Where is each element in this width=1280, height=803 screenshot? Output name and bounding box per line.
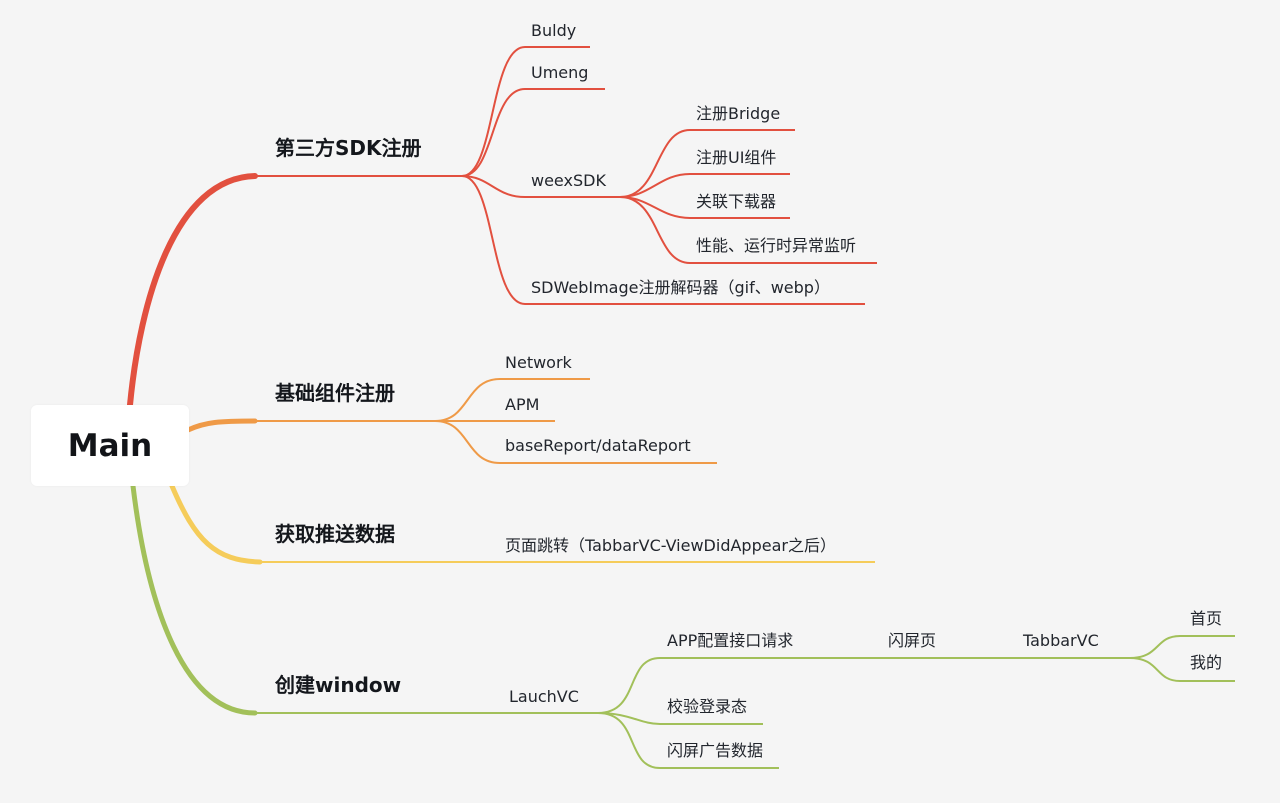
branch-line-push [169, 483, 263, 565]
home-connector [1129, 635, 1235, 659]
node-splash-page[interactable]: 闪屏页 [888, 631, 937, 650]
node-loader[interactable]: 关联下载器 [696, 192, 777, 211]
node-sdwebimage[interactable]: SDWebImage注册解码器（gif、webp） [531, 278, 830, 297]
node-sdk[interactable]: 第三方SDK注册 [275, 136, 422, 160]
weex-connector [461, 175, 620, 198]
buldy-connector [461, 46, 590, 177]
node-launchvc[interactable]: LauchVC [509, 687, 579, 706]
monitor-connector [619, 196, 877, 264]
mine-connector [1129, 657, 1235, 682]
node-mine[interactable]: 我的 [1190, 653, 1223, 672]
node-splash-ad[interactable]: 闪屏广告数据 [667, 741, 764, 760]
node-tabbarvc[interactable]: TabbarVC [1023, 631, 1099, 650]
node-page-jump[interactable]: 页面跳转（TabbarVC-ViewDidAppear之后） [505, 536, 836, 555]
node-base[interactable]: 基础组件注册 [275, 381, 395, 405]
node-monitor[interactable]: 性能、运行时异常监听 [696, 236, 857, 255]
ui-connector [619, 173, 790, 198]
sdwebimage-connector [461, 175, 865, 305]
node-register-bridge[interactable]: 注册Bridge [696, 104, 781, 123]
node-buldy[interactable]: Buldy [531, 21, 577, 40]
node-weexsdk[interactable]: weexSDK [531, 171, 606, 190]
report-connector [434, 420, 717, 464]
branch-line-window [130, 483, 258, 716]
node-umeng[interactable]: Umeng [531, 63, 589, 82]
node-network[interactable]: Network [505, 353, 572, 372]
node-report[interactable]: baseReport/dataReport [505, 436, 691, 455]
ad-connector [597, 712, 779, 769]
root-label: Main [67, 427, 153, 464]
config-connector [597, 657, 1130, 714]
node-register-ui[interactable]: 注册UI组件 [696, 148, 777, 167]
branch-line-base [185, 418, 258, 433]
bridge-connector [619, 129, 795, 198]
node-apm[interactable]: APM [505, 395, 540, 414]
branch-line-sdk [127, 173, 258, 408]
node-home[interactable]: 首页 [1190, 609, 1223, 628]
node-push[interactable]: 获取推送数据 [275, 522, 395, 546]
network-connector [434, 378, 590, 422]
root-node[interactable]: Main [31, 405, 189, 486]
node-window[interactable]: 创建window [275, 673, 402, 697]
node-app-config[interactable]: APP配置接口请求 [667, 631, 794, 650]
umeng-connector [461, 88, 605, 177]
node-verify-login[interactable]: 校验登录态 [667, 697, 748, 716]
